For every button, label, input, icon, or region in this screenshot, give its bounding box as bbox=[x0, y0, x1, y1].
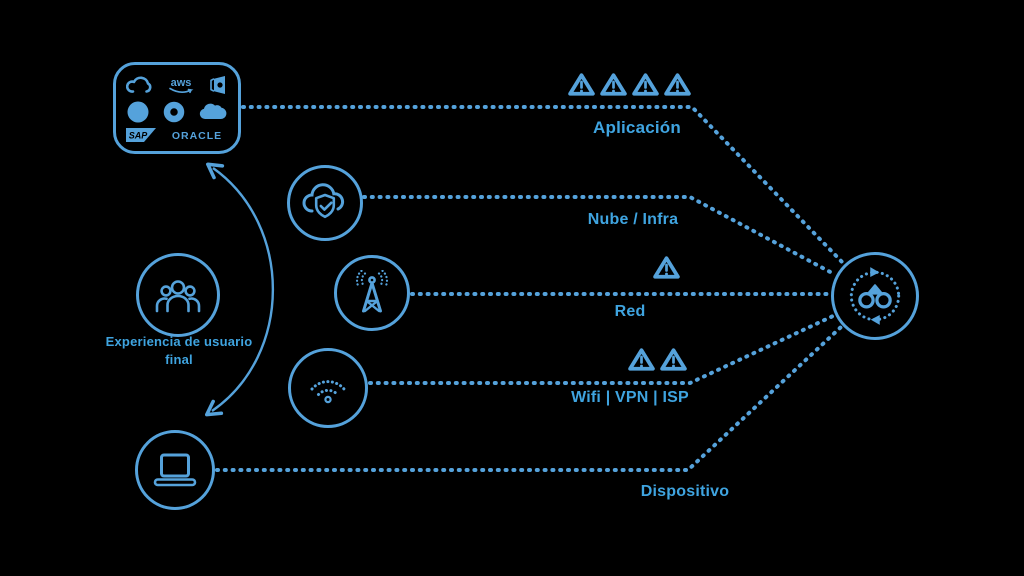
end-user-circle bbox=[136, 253, 220, 337]
warning-triangle-icon bbox=[600, 72, 627, 97]
logo-row-3: SAP ORACLE bbox=[126, 127, 228, 142]
label-aplicacion: Aplicación bbox=[593, 118, 681, 137]
line-dispositivo bbox=[215, 325, 843, 472]
warning-triangle-icon bbox=[568, 72, 595, 97]
label-nube-infra: Nube / Infra bbox=[587, 211, 679, 228]
dispositivo-circle bbox=[135, 430, 215, 510]
red-circle bbox=[334, 255, 410, 331]
monitoring-hub-circle bbox=[831, 252, 919, 340]
user-span-arc bbox=[204, 162, 274, 417]
alerts-wifi bbox=[628, 347, 687, 372]
svg-text:ORACLE: ORACLE bbox=[172, 130, 222, 142]
monitoring-sync-hub-icon bbox=[839, 260, 911, 332]
radio-tower-icon bbox=[348, 270, 396, 316]
google-cloud-icon bbox=[126, 76, 152, 94]
sap-logo: SAP bbox=[126, 127, 156, 142]
warning-triangle-icon bbox=[628, 347, 655, 372]
logo-row-2 bbox=[126, 100, 228, 124]
salesforce-cloud-icon bbox=[198, 102, 228, 122]
wifi-circle bbox=[288, 348, 368, 428]
cloud-shield-icon bbox=[300, 181, 350, 225]
logo-row-1: aws bbox=[126, 75, 228, 95]
label-dispositivo: Dispositivo bbox=[640, 483, 730, 500]
laptop-icon bbox=[152, 453, 198, 487]
line-nube-infra bbox=[362, 195, 836, 276]
cloud-providers-box: aws bbox=[113, 62, 241, 154]
svg-text:SAP: SAP bbox=[129, 130, 149, 140]
nube-infra-circle bbox=[287, 165, 363, 241]
label-red: Red bbox=[614, 303, 646, 320]
line-wifi bbox=[368, 314, 835, 385]
alerts-red bbox=[653, 255, 680, 280]
aws-logo: aws bbox=[166, 75, 196, 95]
line-aplicacion bbox=[241, 105, 845, 265]
end-user-label: Experiencia de usuario final bbox=[105, 334, 253, 367]
wifi-icon bbox=[306, 373, 350, 404]
warning-triangle-icon bbox=[632, 72, 659, 97]
warning-triangle-icon bbox=[664, 72, 691, 97]
donut-logo-icon bbox=[163, 101, 185, 123]
dot-logo-icon bbox=[126, 100, 150, 124]
oracle-logo: ORACLE bbox=[166, 128, 228, 142]
users-group-icon bbox=[153, 277, 203, 314]
label-wifi: Wifi | VPN | ISP bbox=[571, 389, 689, 406]
warning-triangle-icon bbox=[653, 255, 680, 280]
warning-triangle-icon bbox=[660, 347, 687, 372]
office-icon bbox=[210, 75, 228, 95]
alerts-aplicacion bbox=[568, 72, 691, 97]
svg-text:aws: aws bbox=[171, 77, 192, 89]
